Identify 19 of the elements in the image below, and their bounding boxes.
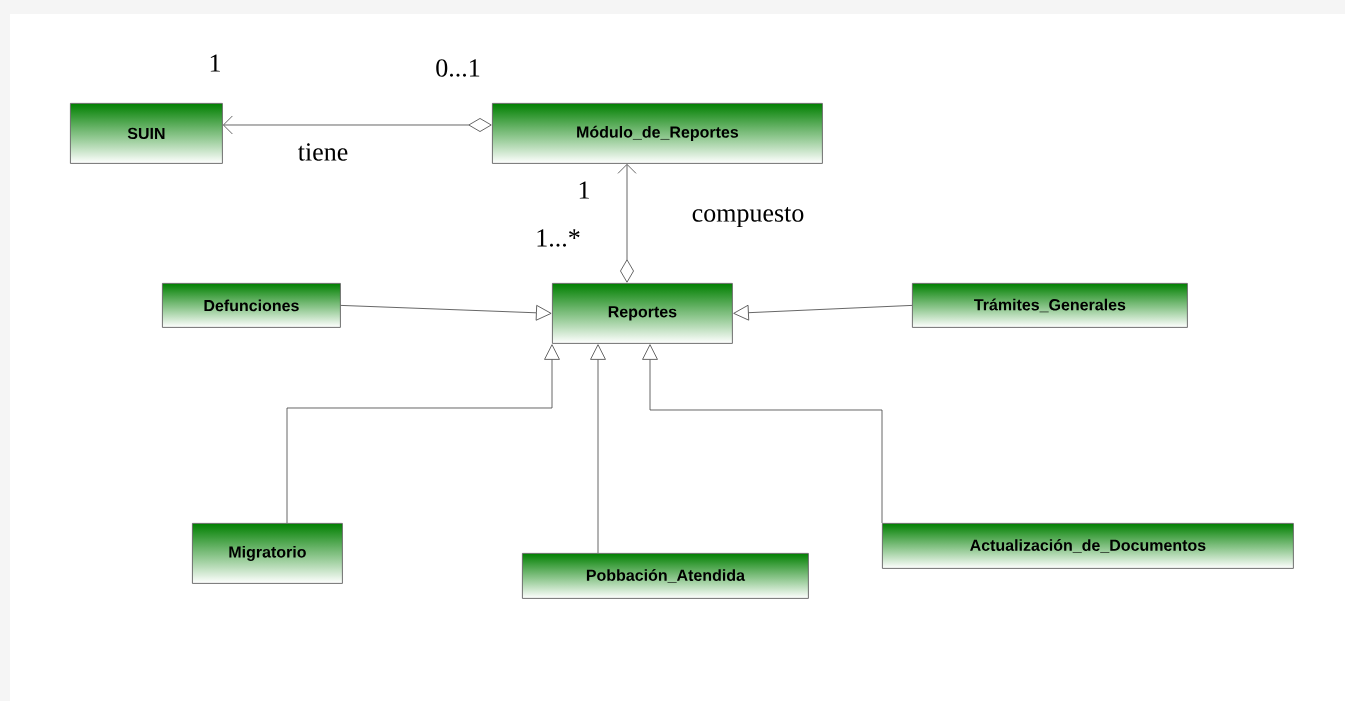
class-box: Migratorio (192, 523, 343, 584)
connector (340, 304, 552, 321)
multiplicity-label: 0...1 (436, 59, 480, 77)
connector (617, 163, 637, 283)
class-box: Defunciones (162, 283, 341, 328)
connector (733, 304, 913, 321)
edge-label: tiene (296, 142, 350, 162)
class-box: SUIN (70, 103, 223, 164)
class-box: Actualización_de_Documentos (882, 523, 1294, 569)
connector (642, 344, 883, 524)
multiplicity-label: 1...* (537, 229, 580, 247)
class-box: Pobbación_Atendida (522, 553, 809, 599)
connector (286, 344, 560, 524)
class-box: Reportes (552, 283, 733, 344)
connector (223, 115, 492, 135)
multiplicity-label: 1 (210, 54, 220, 72)
connector (590, 344, 606, 554)
class-box: Trámites_Generales (912, 283, 1188, 328)
class-box: Módulo_de_Reportes (492, 103, 823, 164)
